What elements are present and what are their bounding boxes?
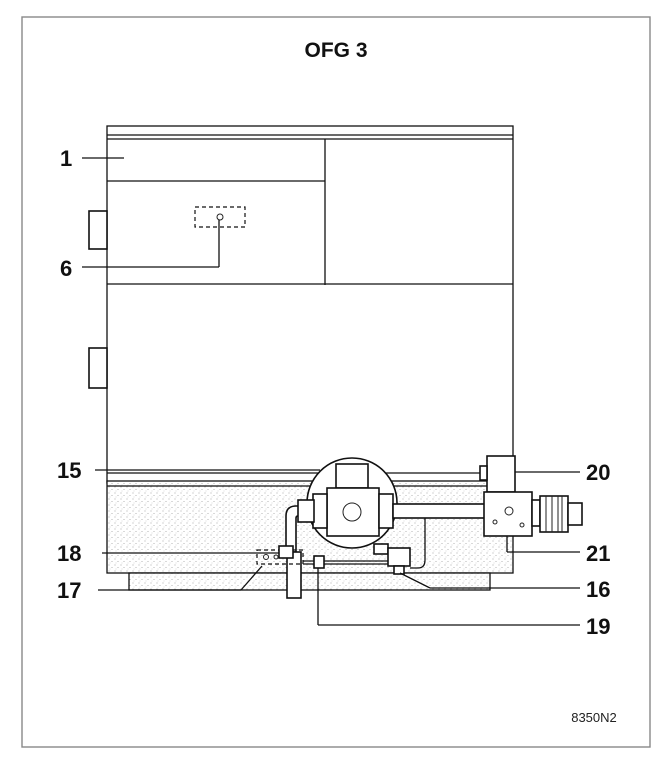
burner-assembly xyxy=(306,457,398,549)
leader-lines xyxy=(82,157,580,626)
figure-code: 8350N2 xyxy=(571,710,617,725)
callout-21: 21 xyxy=(586,541,610,566)
gas-pipe xyxy=(392,503,486,569)
callout-17: 17 xyxy=(57,578,81,603)
figure-title: OFG 3 xyxy=(304,39,367,62)
callout-15: 15 xyxy=(57,458,81,483)
callout-18: 18 xyxy=(57,541,81,566)
unit-cabinet xyxy=(106,125,514,484)
callout-6: 6 xyxy=(60,256,72,281)
gas-valve xyxy=(479,455,583,537)
side-stub-upper xyxy=(88,210,108,250)
pilot-assembly xyxy=(256,543,411,575)
callout-1: 1 xyxy=(60,146,72,171)
dashed-component xyxy=(194,206,246,228)
callout-19: 19 xyxy=(586,614,610,639)
side-stub-lower xyxy=(88,347,108,389)
figure-frame xyxy=(21,16,651,748)
callout-16: 16 xyxy=(586,577,610,602)
callout-20: 20 xyxy=(586,460,610,485)
